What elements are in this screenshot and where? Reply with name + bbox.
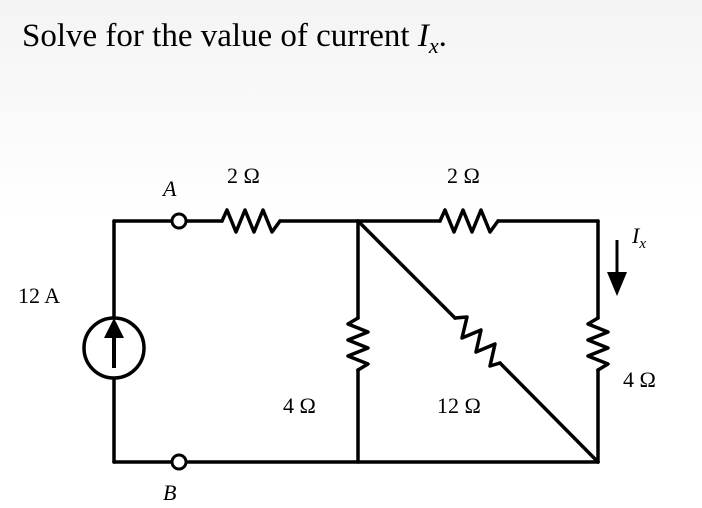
terminal-a	[170, 212, 188, 230]
current-symbol: I	[417, 18, 429, 54]
resistor-top-right	[438, 208, 500, 234]
resistor-right-vertical	[586, 316, 610, 372]
label-current-var: I	[631, 223, 641, 248]
label-node-a: A	[161, 176, 177, 201]
up-arrow-head-icon	[104, 318, 124, 338]
question-text: Solve for the value of current Ix.	[22, 16, 447, 66]
wire-diagonal-lower	[498, 361, 600, 464]
question-period: .	[438, 18, 447, 54]
question-lead: Solve for the value of current	[22, 18, 418, 54]
label-r-diagonal: 12 Ω	[437, 393, 481, 418]
wire-diagonal-upper	[356, 219, 457, 320]
label-r-top-left: 2 Ω	[227, 163, 260, 188]
current-source	[82, 316, 146, 380]
resistor-diagonal	[453, 315, 502, 368]
current-subscript: x	[428, 33, 439, 58]
label-r-right-vertical: 4 Ω	[623, 367, 656, 392]
label-r-top-right: 2 Ω	[447, 163, 480, 188]
label-current-sub: x	[638, 236, 646, 252]
label-current-ix: Ix	[631, 223, 646, 252]
label-r-mid-vertical: 4 Ω	[283, 393, 316, 418]
terminal-b	[170, 453, 188, 471]
down-arrow-icon	[607, 272, 627, 296]
resistor-mid-vertical	[346, 316, 370, 372]
label-node-b: B	[163, 480, 176, 505]
resistor-top-left	[220, 208, 282, 234]
label-source: 12 A	[18, 283, 60, 308]
